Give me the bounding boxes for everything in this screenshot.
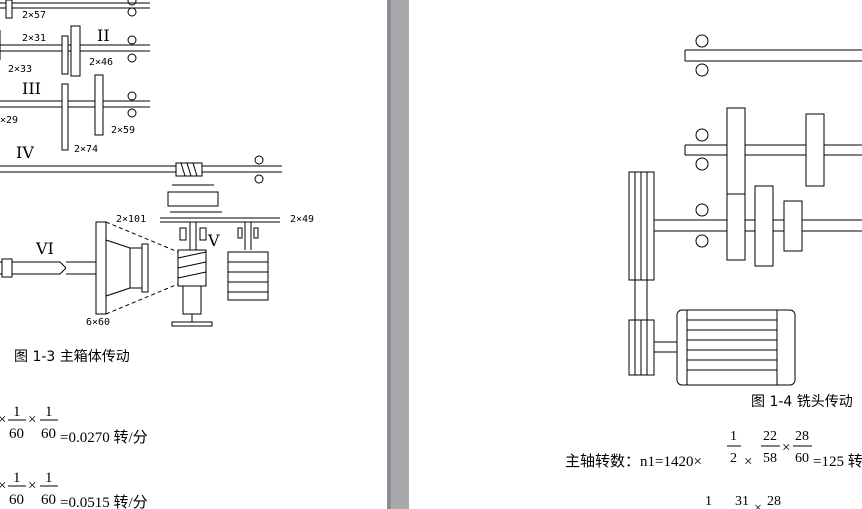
belt xyxy=(105,221,179,253)
spindle-base xyxy=(171,321,213,327)
shaft-label-iii: III xyxy=(22,79,41,98)
gear-28 xyxy=(726,193,746,261)
figure-caption: 图 1-4 铣头传动 xyxy=(751,394,853,410)
fraction-denominator: 2 xyxy=(730,451,737,466)
gear-label: 2×74 xyxy=(74,144,98,155)
fraction-numerator: 31 xyxy=(735,494,749,509)
bearing xyxy=(254,174,264,184)
fraction-denominator: 60 xyxy=(41,492,56,508)
gear-label: 2×57 xyxy=(22,10,46,21)
fraction-numerator: 1 xyxy=(45,404,53,420)
bearing xyxy=(695,63,709,77)
gear-label: 2×101 xyxy=(116,214,146,225)
gear-label: 2×33 xyxy=(8,64,32,75)
shaft-label-v: V xyxy=(207,231,220,250)
formula-operator: × xyxy=(754,501,762,509)
bearing xyxy=(254,155,264,165)
formula-result: =125 转 xyxy=(813,453,862,470)
formula-result: =0.0270 转/分 xyxy=(60,429,148,446)
cone-pulley xyxy=(95,221,107,315)
fraction-numerator: 1 xyxy=(705,494,712,509)
bearing xyxy=(127,53,137,63)
bearing xyxy=(695,34,709,48)
gear-31 xyxy=(783,200,803,252)
bearing xyxy=(127,108,137,118)
bearing xyxy=(695,234,709,248)
fraction-numerator: 28 xyxy=(795,429,809,444)
fraction-numerator: 1 xyxy=(45,470,53,486)
gear-label: 2×59 xyxy=(111,125,135,136)
motor-v xyxy=(227,251,269,301)
formula-operator: × xyxy=(744,454,752,470)
fraction-numerator: 28 xyxy=(767,494,781,509)
bearing xyxy=(695,203,709,217)
gearbox-diagram: 2×57 2×31 2×33 2×46 2×29 2×59 2×74 2×101… xyxy=(0,0,314,509)
gear xyxy=(61,83,69,151)
helical-gear xyxy=(177,249,207,287)
fraction-denominator: 60 xyxy=(9,426,24,442)
fraction-numerator: 1 xyxy=(13,404,21,420)
document-page-left: 2×57 2×31 2×33 2×46 2×29 2×59 2×74 2×101… xyxy=(0,0,387,509)
fraction-numerator: 1 xyxy=(13,470,21,486)
bearing xyxy=(179,227,187,241)
figure-caption: 图 1-3 主箱体传动 xyxy=(14,349,130,365)
coupling xyxy=(1,258,13,278)
fraction-denominator: 60 xyxy=(41,426,56,442)
bearing xyxy=(127,7,137,17)
gear-label: 6×60 xyxy=(86,317,110,328)
formula-operator: × xyxy=(0,478,6,494)
gear-58 xyxy=(805,113,825,187)
shaft-label-vi: VI xyxy=(35,239,54,258)
bearing xyxy=(127,0,137,6)
fraction-denominator: 60 xyxy=(9,492,24,508)
bearing xyxy=(253,227,259,239)
gear xyxy=(70,25,81,77)
fraction-denominator: 60 xyxy=(795,451,809,466)
gear-label: 2×46 xyxy=(89,57,113,68)
document-page-right: 图 1-4 铣头传动 主轴转数：n1=1420× 1 2 × 22 58 × 2… xyxy=(409,0,862,509)
gear-label: 2×49 xyxy=(290,214,314,225)
formula-operator: × xyxy=(0,412,6,428)
motor xyxy=(676,309,796,386)
page-gutter xyxy=(387,0,409,509)
shaft-label-ii: II xyxy=(97,26,110,45)
page-gutter-shadow xyxy=(387,0,391,509)
fraction-numerator: 22 xyxy=(763,429,777,444)
formula-operator: × xyxy=(28,478,36,494)
bearing xyxy=(199,227,207,241)
bearing xyxy=(695,157,709,171)
gear-60 xyxy=(754,185,774,267)
bearing xyxy=(695,128,709,142)
spindle xyxy=(182,285,202,315)
gear xyxy=(61,35,69,75)
milling-head-diagram: 图 1-4 铣头传动 主轴转数：n1=1420× 1 2 × 22 58 × 2… xyxy=(565,34,862,509)
fraction-numerator: 1 xyxy=(730,429,737,444)
gear xyxy=(5,0,13,19)
formula-operator: × xyxy=(28,412,36,428)
formula-operator: × xyxy=(782,440,790,456)
bearing xyxy=(127,35,137,45)
bearing xyxy=(237,227,243,239)
formula-result: =0.0515 转/分 xyxy=(60,494,148,509)
gear-label: 2×29 xyxy=(0,115,18,126)
gear-label: 2×31 xyxy=(22,33,46,44)
formula-prefix: 主轴转数：n1=1420× xyxy=(565,453,702,470)
fraction-denominator: 58 xyxy=(763,451,777,466)
gear-22 xyxy=(726,107,746,195)
shaft-label-iv: IV xyxy=(16,143,34,162)
gear xyxy=(94,74,104,136)
worm-wheel xyxy=(167,191,219,207)
bearing xyxy=(127,91,137,101)
